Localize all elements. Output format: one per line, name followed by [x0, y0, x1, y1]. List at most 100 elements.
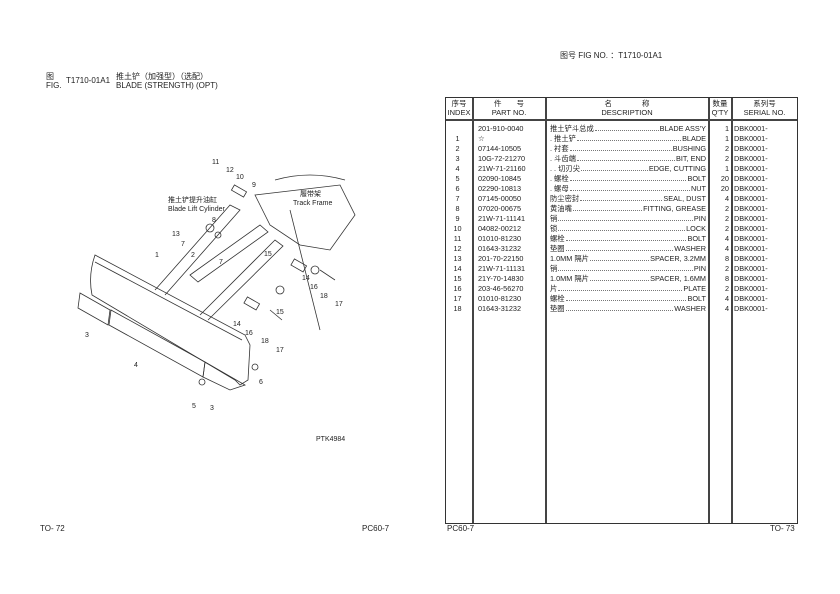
exploded-parts-diagram: 11 12 10 9 8 13 7 2 7 1 15 14 16 18 17 1…: [77, 159, 356, 443]
fig-label-cn: 图: [46, 72, 54, 81]
header-qty-cn: 数量: [712, 99, 728, 108]
row-desc-cn: . 螺栓: [550, 174, 569, 183]
callout-3a: 3: [85, 332, 89, 339]
row-serial: DBK0001-: [734, 194, 768, 203]
row-part-no: 02090-10845: [478, 174, 522, 183]
row-desc-en: WASHER: [674, 304, 706, 313]
title-en: BLADE (STRENGTH) (OPT): [116, 81, 218, 90]
header-index-en: INDEX: [447, 108, 471, 117]
header-part-en: PART NO.: [491, 108, 527, 117]
row-qty: 8: [724, 274, 729, 283]
row-desc-en: SPACER, 3.2MM: [650, 254, 706, 263]
end-bit-left: [77, 292, 111, 326]
row-part-no: 07144-10505: [478, 144, 522, 153]
row-qty: 2: [724, 264, 729, 273]
row-part-no: ☆: [478, 134, 485, 143]
callout-16b: 16: [245, 330, 253, 337]
row-desc-cn: 销: [550, 264, 558, 273]
row-serial: DBK0001-: [734, 294, 768, 303]
leader-dots: [565, 234, 687, 241]
leader-dots: [558, 264, 693, 271]
row-desc-en: SPACER, 1.6MM: [650, 274, 706, 283]
row-desc-en: FITTING, GREASE: [643, 204, 706, 213]
callout-7b: 7: [219, 259, 223, 266]
row-serial: DBK0001-: [734, 154, 768, 163]
callout-1: 1: [155, 252, 159, 259]
row-serial: DBK0001-: [734, 124, 768, 133]
row-qty: 2: [724, 144, 729, 153]
callout-9: 9: [252, 182, 256, 189]
fig-number-header: 图号 FIG NO. ：T1710-01A1: [560, 51, 663, 60]
row-index: 5: [455, 174, 460, 183]
row-desc-cn: 螺栓: [550, 234, 565, 243]
row-serial: DBK0001-: [734, 184, 768, 193]
row-part-no: 203-46-56270: [478, 284, 524, 293]
footer-right-model: PC60-7: [447, 524, 475, 533]
fig-label-en: FIG.: [46, 81, 62, 90]
row-index: 17: [453, 294, 462, 303]
callout-labels: 11 12 10 9 8 13 7 2 7 1 15 14 16 18 17 1…: [85, 159, 345, 443]
row-part-no: 01010-81230: [478, 234, 522, 243]
callout-5: 5: [192, 403, 196, 410]
cutting-edge: [108, 309, 206, 378]
row-index: 6: [455, 184, 460, 193]
callout-2: 2: [191, 252, 195, 259]
callout-8: 8: [212, 217, 216, 224]
leader-dots: [558, 284, 683, 291]
row-index: 12: [453, 244, 462, 253]
column-divider: [472, 98, 474, 523]
row-part-no: 07145-00050: [478, 194, 522, 203]
row-index: 7: [455, 194, 460, 203]
row-desc-en: NUT: [691, 184, 706, 193]
row-desc-cn: . 斗齿端: [550, 154, 576, 163]
row-serial: DBK0001-: [734, 234, 768, 243]
row-index: 16: [453, 284, 462, 293]
callout-6: 6: [259, 379, 263, 386]
footer-left-page: TO- 72: [40, 524, 65, 533]
leader-dots: [594, 124, 659, 131]
row-serial: DBK0001-: [734, 284, 768, 293]
row-desc-cn: 垫圈: [550, 244, 565, 253]
row-desc-cn: . 衬套: [550, 144, 569, 153]
row-desc-cn: 螺栓: [550, 294, 565, 303]
lift-cylinder: [189, 224, 269, 283]
row-serial: DBK0001-: [734, 274, 768, 283]
row-index: 13: [453, 254, 462, 263]
row-index: 8: [455, 204, 460, 213]
row-part-no: 07020-00675: [478, 204, 522, 213]
figure-title: 图 FIG. T1710-01A1 推土铲（加强型）（选配） BLADE (ST…: [46, 72, 218, 90]
row-qty: 2: [724, 224, 729, 233]
annotation-cylinder-en: Blade Lift Cylinder: [168, 206, 225, 213]
end-bit-right: [202, 361, 246, 391]
row-part-no: 21W-71-21160: [478, 164, 526, 173]
row-qty: 2: [724, 214, 729, 223]
row-index: 15: [453, 274, 462, 283]
leader-dots: [576, 154, 675, 161]
row-serial: DBK0001-: [734, 144, 768, 153]
annotation-frame-en: Track Frame: [293, 200, 333, 207]
callout-15b: 15: [276, 309, 284, 316]
row-qty: 4: [724, 194, 729, 203]
row-serial: DBK0001-: [734, 164, 768, 173]
callout-12: 12: [226, 167, 234, 174]
